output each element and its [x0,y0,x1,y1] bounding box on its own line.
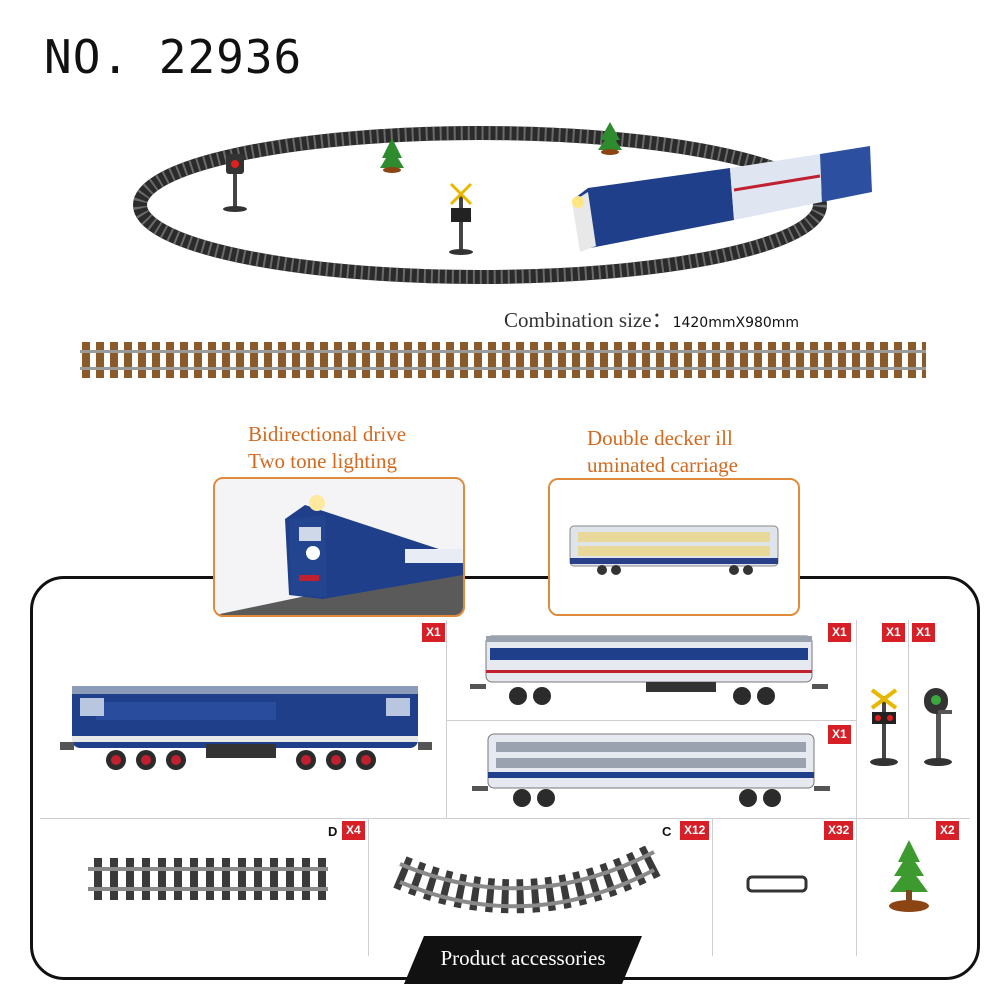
locomotive-photo [215,479,463,615]
combination-size: Combination size：1420mmX980mm [504,304,799,334]
traffic-signal-icon [223,154,247,212]
feature-line: Two tone lighting [248,449,398,473]
sleeper-car-illustration [470,635,828,705]
grid-divider [368,818,369,956]
traffic-signal-qty-badge: X1 [912,623,935,642]
locomotive-illustration [60,686,432,770]
straight-track-letter: D [328,824,338,839]
accessories-banner [404,936,642,984]
feature-line: uminated carriage [587,453,738,477]
curved-track-qty-badge: X12 [680,821,710,840]
feature-line: Bidirectional drive [248,422,407,446]
locomotive-qty-badge: X1 [422,623,445,642]
tree-qty-badge: X2 [936,821,959,840]
connector-qty-badge: X32 [824,821,854,840]
grid-divider [856,620,857,818]
accessories-label: Product accessories [440,946,606,970]
track-strip [80,340,926,380]
curved-track-illustration [393,846,662,914]
locomotive-feature-image [213,477,465,617]
carriage-feature-image [548,478,800,616]
grid-divider [446,720,856,721]
grid-divider [446,620,447,818]
traffic-signal-illustration [924,688,952,766]
grid-divider [908,620,909,818]
straight-track-illustration [88,858,328,900]
double-decker-qty-badge: X1 [828,725,851,744]
model-number: NO. 22936 [44,30,303,84]
grid-divider [856,818,857,956]
train-icon [572,146,872,252]
combination-size-label: Combination size： [504,308,673,332]
combination-size-value: 1420mmX980mm [672,315,800,331]
layout-illustration [133,122,872,284]
straight-track-qty-badge: X4 [342,821,365,840]
grid-divider [712,818,713,956]
crossing-signal-illustration [870,688,898,766]
sleeper-car-qty-badge: X1 [828,623,851,642]
tree-icon [380,138,404,173]
feature-line: Double decker ill [587,426,733,450]
tree-illustration [889,840,929,912]
curved-track-letter: C [662,824,672,839]
feature-caption-carriage: Double decker ill uminated carriage [587,425,738,479]
crossing-signal-qty-badge: X1 [882,623,905,642]
tree-icon [598,122,622,155]
grid-divider [40,818,970,819]
track-connector-illustration [746,875,808,893]
crossing-signal-icon [449,182,473,255]
double-decker-illustration [472,733,830,807]
carriage-photo [550,480,798,614]
feature-caption-locomotive: Bidirectional drive Two tone lighting [248,421,406,475]
